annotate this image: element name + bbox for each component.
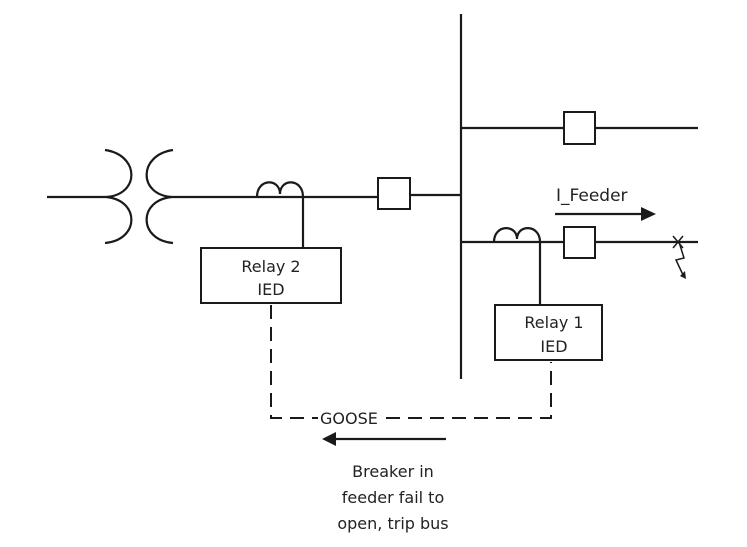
relay2-sublabel: IED: [257, 280, 284, 299]
current-transformer-2-icon: [255, 181, 305, 198]
relay2-ied: Relay 2 IED: [200, 247, 342, 304]
relay1-label: Relay 1: [524, 313, 583, 332]
upper-feeder-breaker: [563, 111, 596, 145]
caption-line-1: Breaker in: [352, 462, 434, 481]
feeder-current-arrowhead-icon: [641, 207, 656, 221]
goose-link-right: [386, 362, 552, 419]
relay1-sublabel: IED: [540, 337, 567, 356]
caption-line-2: feeder fail to: [342, 488, 444, 507]
feeder-current-label: I_Feeder: [556, 186, 628, 206]
current-transformer-1-icon: [492, 227, 542, 243]
goose-link-left: [270, 305, 318, 419]
relay2-label: Relay 2: [241, 257, 300, 276]
feeder-breaker: [563, 226, 596, 259]
transformer-icon: [104, 148, 174, 245]
relay1-ied: Relay 1 IED: [494, 304, 603, 361]
goose-label: GOOSE: [320, 409, 378, 428]
trip-arrowhead-icon: [322, 432, 336, 446]
fault-icon: [672, 235, 686, 279]
caption-line-3: open, trip bus: [337, 514, 448, 533]
main-breaker: [377, 177, 411, 210]
